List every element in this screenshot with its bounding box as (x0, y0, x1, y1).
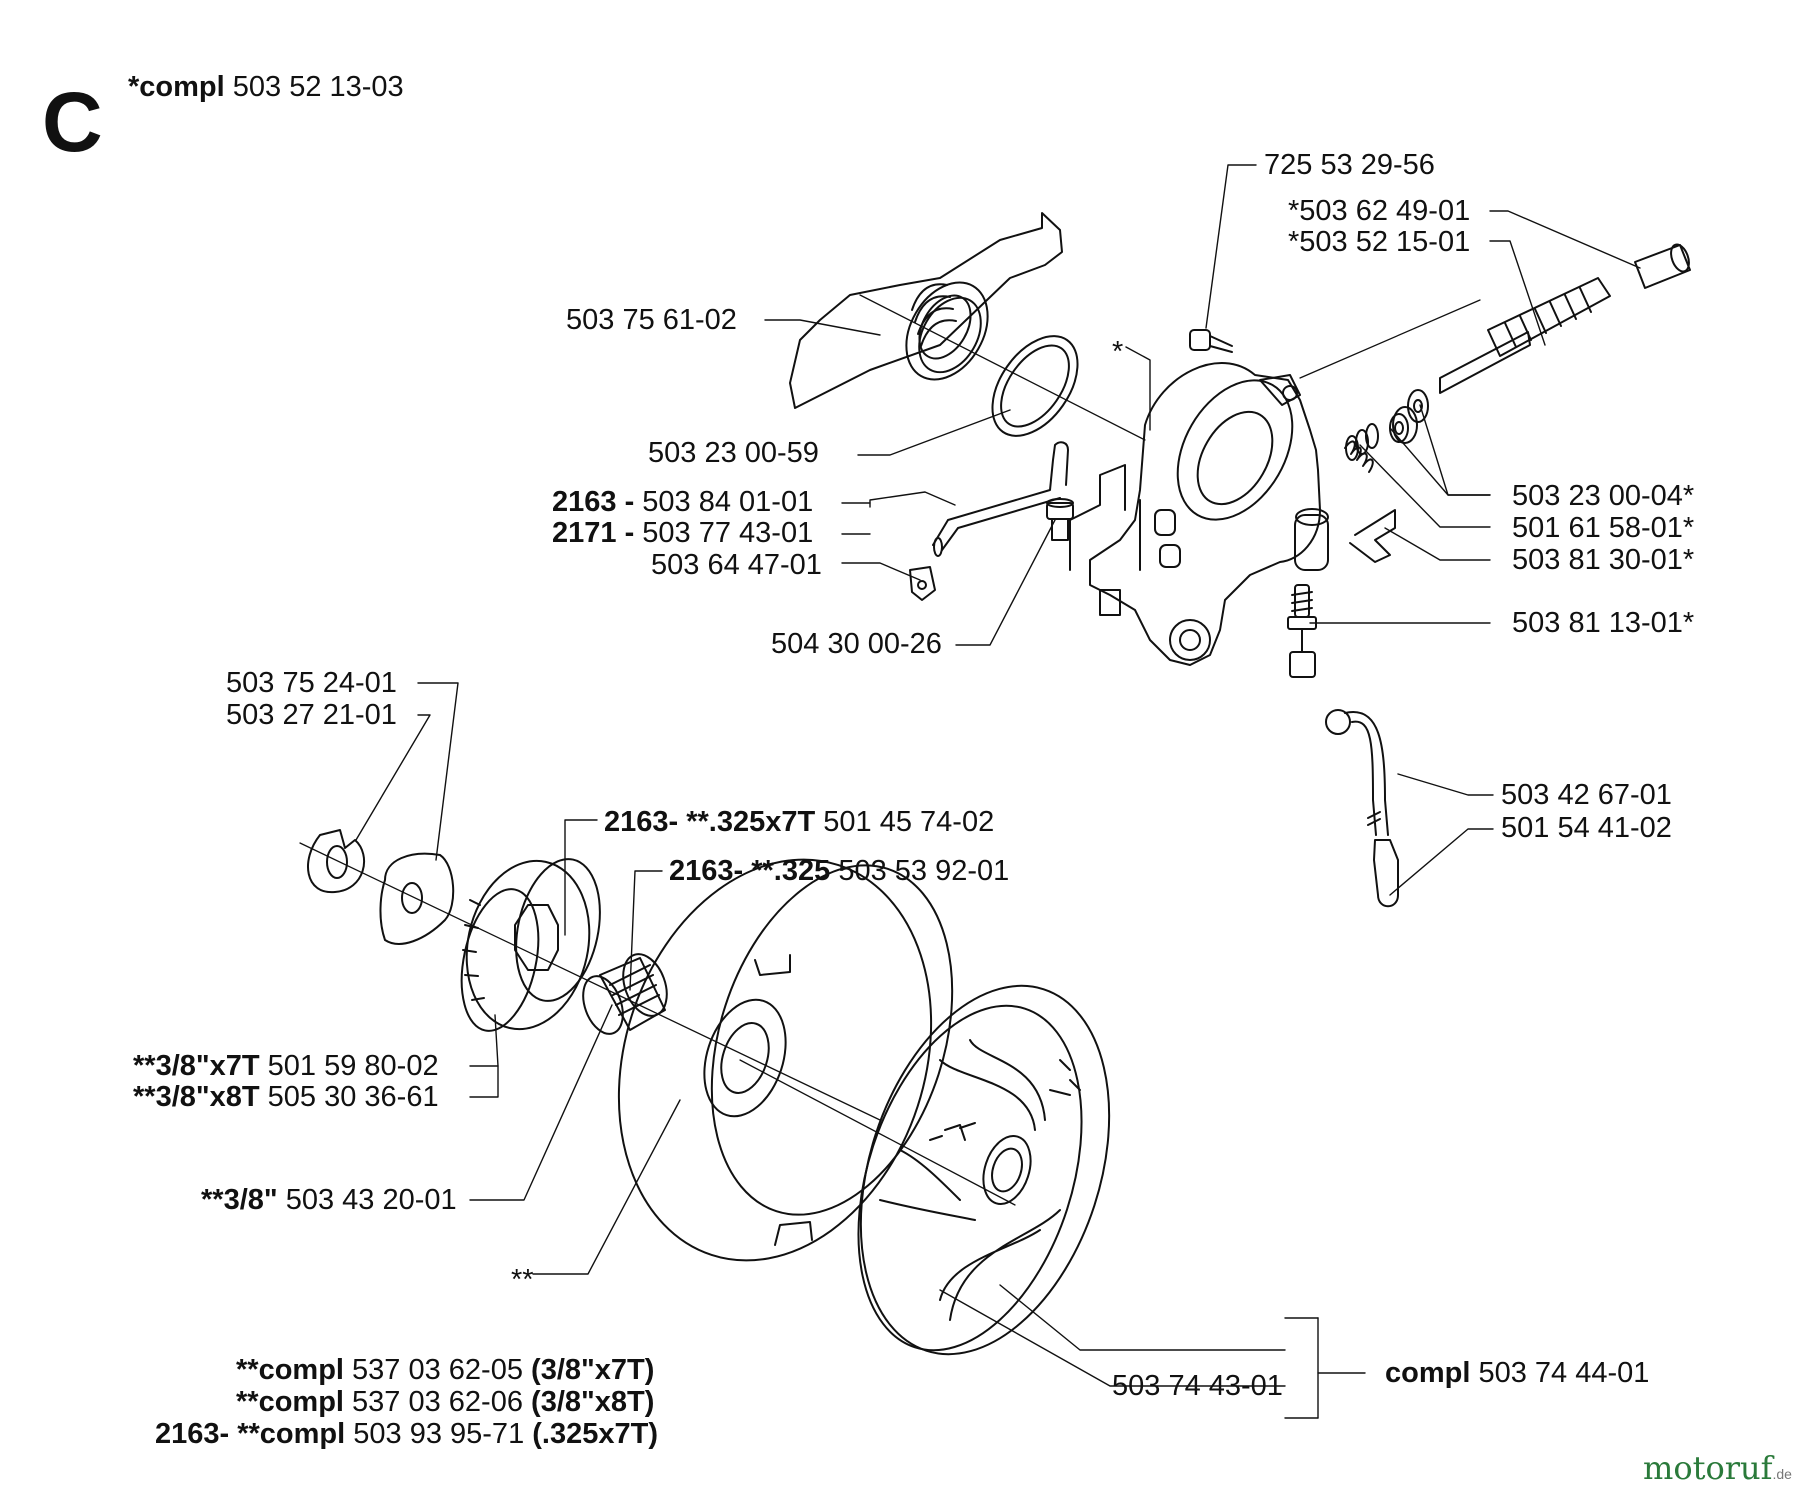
oil-pipe (932, 441, 1069, 557)
bar-guide-plate (789, 212, 1063, 409)
label-725-53-29-56: 725 53 29-56 (1264, 149, 1435, 181)
label-501-61-58-01: 501 61 58-01* (1512, 512, 1695, 544)
washers-spring (1344, 389, 1429, 473)
bushing (1634, 243, 1691, 289)
compl-prefix-1: **compl (236, 1354, 344, 1386)
label-503-27-21-01: 503 27 21-01 (226, 699, 397, 731)
label-needle-bearing-325: 2163- **.325 503 53 92-01 (669, 857, 1009, 886)
part-503-77-43-01: 503 77 43-01 (642, 517, 814, 549)
label-504-30-00-26: 504 30 00-26 (771, 628, 942, 660)
oil-hose (1325, 709, 1399, 908)
screw (1189, 329, 1233, 353)
compl-part-2: 537 03 62-06 (352, 1386, 523, 1418)
label-bearing-38: **3/8" 503 43 20-01 (201, 1186, 457, 1215)
label-rim-sprocket-325x7t: 2163- **.325x7T 501 45 74-02 (604, 808, 994, 837)
gasket-zig (1069, 464, 1126, 571)
compl-part-1: 537 03 62-05 (352, 1354, 523, 1386)
clutch-drum (617, 858, 954, 1262)
rim-sprocket (460, 858, 601, 1032)
compl-spec-2: (3/8"x8T) (531, 1386, 655, 1418)
label-503-81-30-01: 503 81 30-01* (1512, 544, 1695, 576)
clutch-shoes (857, 984, 1111, 1356)
axis-lines (299, 294, 1481, 1206)
label-clutch-complete: compl 503 74 44-01 (1385, 1359, 1649, 1388)
spec-38x8t: **3/8"x8T (133, 1081, 260, 1113)
part-501-45-74-02: 501 45 74-02 (823, 806, 995, 838)
label-drum-compl-38x7t: **compl 537 03 62-05 (3/8"x7T) (236, 1356, 654, 1385)
washer (379, 852, 455, 945)
part-503-84-01-01: 503 84 01-01 (642, 486, 814, 518)
part-503-43-20-01: 503 43 20-01 (285, 1184, 457, 1216)
part-501-59-80-02: 501 59 80-02 (267, 1050, 439, 1082)
nipple (1046, 498, 1074, 541)
watermark-tld: .de (1772, 1466, 1792, 1482)
leader-lines (355, 164, 1641, 1419)
compl-spec-1: (3/8"x7T) (531, 1354, 655, 1386)
label-star: * (1112, 336, 1124, 368)
label-503-75-24-01: 503 75 24-01 (226, 667, 397, 699)
label-503-64-47-01: 503 64 47-01 (651, 549, 822, 581)
model-2163-325x7t: 2163- **.325x7T (604, 806, 816, 838)
part-503-53-92-01: 503 53 92-01 (838, 855, 1010, 887)
section-letter: C (42, 75, 103, 169)
needle-bearing (582, 953, 668, 1035)
label-2171-503-77-43-01: 2171 - 503 77 43-01 (552, 519, 813, 548)
label-double-star: ** (511, 1264, 534, 1296)
o-ring (991, 335, 1079, 437)
compl-spec-3: (.325x7T) (532, 1418, 658, 1450)
label-rim-38x7t: **3/8"x7T 501 59 80-02 (133, 1052, 439, 1081)
small-seal (909, 566, 936, 601)
label-503-74-43-01: 503 74 43-01 (1112, 1370, 1283, 1402)
compl-prefix-3: 2163- **compl (155, 1418, 346, 1450)
label-503-42-67-01: 503 42 67-01 (1501, 779, 1672, 811)
label-503-23-00-04: 503 23 00-04* (1512, 480, 1695, 512)
adjuster-screw (1287, 584, 1317, 678)
arrow-bracket (1349, 509, 1396, 563)
header-prefix: *compl (128, 71, 225, 103)
watermark-logo: motoruf.de (1643, 1452, 1792, 1484)
part-503-74-44-01: 503 74 44-01 (1478, 1357, 1650, 1389)
pump-seal-washers (1392, 406, 1418, 444)
circlip (307, 829, 365, 894)
label-503-23-00-59: 503 23 00-59 (648, 437, 819, 469)
model-2163: 2163 - (552, 486, 635, 518)
spec-38x7t: **3/8"x7T (133, 1050, 260, 1082)
compl-word: compl (1385, 1357, 1471, 1389)
label-503-81-13-01: 503 81 13-01* (1512, 607, 1695, 639)
spec-38: **3/8" (201, 1184, 278, 1216)
compl-part-3: 503 93 95-71 (353, 1418, 525, 1450)
label-503-52-15-01: *503 52 15-01 (1288, 226, 1471, 258)
label-503-75-61-02: 503 75 61-02 (566, 304, 737, 336)
oil-pump-housing (1089, 362, 1329, 666)
compl-prefix-2: **compl (236, 1386, 344, 1418)
model-2163-325: 2163- **.325 (669, 855, 831, 887)
watermark-text: motoruf (1643, 1449, 1773, 1487)
model-2171: 2171 - (552, 517, 635, 549)
label-drum-compl-38x8t: **compl 537 03 62-06 (3/8"x8T) (236, 1388, 654, 1417)
label-drum-compl-325x7t: 2163- **compl 503 93 95-71 (.325x7T) (155, 1420, 658, 1449)
label-501-54-41-02: 501 54 41-02 (1501, 812, 1672, 844)
header-part: 503 52 13-03 (232, 71, 404, 103)
header-assembly: *compl 503 52 13-03 (128, 73, 404, 102)
label-2163-503-84-01-01: 2163 - 503 84 01-01 (552, 488, 813, 517)
label-rim-38x8t: **3/8"x8T 505 30 36-61 (133, 1083, 439, 1112)
part-505-30-36-61: 505 30 36-61 (267, 1081, 439, 1113)
pump-shaft (1439, 277, 1611, 394)
label-503-62-49-01: *503 62 49-01 (1288, 195, 1471, 227)
